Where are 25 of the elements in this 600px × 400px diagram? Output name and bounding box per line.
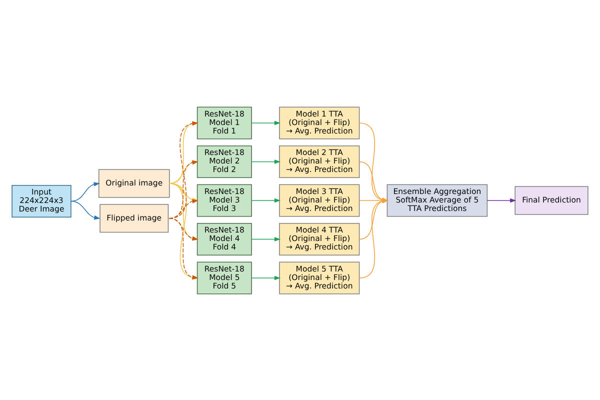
arrow bbox=[168, 198, 198, 218]
node-box: ResNet-18 Model 2 Fold 2 bbox=[196, 144, 252, 178]
arrow bbox=[70, 200, 100, 220]
node-box: Input 224x224x3 Deer Image bbox=[12, 184, 72, 218]
node-box: Ensemble Aggregation SoftMax Average of 5 TTA Predictions bbox=[386, 184, 488, 216]
node-box: Model 1 TTA (Original + Flip) → Avg. Prediction bbox=[279, 106, 360, 139]
node-box: Final Prediction bbox=[514, 186, 588, 214]
arrow bbox=[251, 275, 281, 280]
arrow bbox=[486, 198, 516, 202]
arrow bbox=[70, 182, 100, 202]
node-box: Original image bbox=[98, 168, 170, 198]
arrow bbox=[169, 160, 198, 184]
node-box: Model 3 TTA (Original + Flip) → Avg. Prediction bbox=[279, 184, 360, 216]
node-box: Model 5 TTA (Original + Flip) → Avg. Prediction bbox=[279, 261, 360, 294]
node-box: ResNet-18 Model 5 Fold 5 bbox=[196, 261, 252, 294]
node-box: ResNet-18 Model 4 Fold 4 bbox=[196, 222, 252, 256]
node-box: Flipped image bbox=[100, 203, 169, 232]
node-box: ResNet-18 Model 3 Fold 3 bbox=[196, 184, 252, 216]
node-box: ResNet-18 Model 1 Fold 1 bbox=[196, 106, 252, 139]
node-box: Model 4 TTA (Original + Flip) → Avg. Prediction bbox=[279, 222, 360, 256]
arrow bbox=[251, 236, 281, 241]
node-box: Model 2 TTA (Original + Flip) → Avg. Prediction bbox=[279, 144, 360, 178]
arrow bbox=[251, 198, 281, 202]
arrow bbox=[251, 159, 281, 164]
arrow bbox=[251, 120, 281, 125]
